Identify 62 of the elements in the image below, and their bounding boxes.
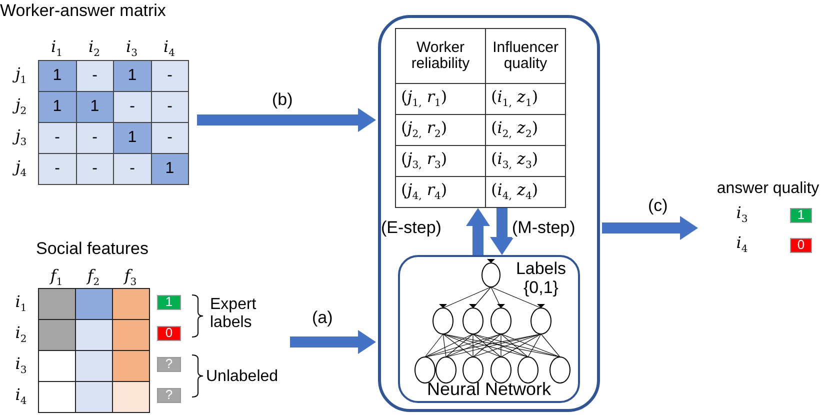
row-header: i$_{1}$ (14, 290, 28, 316)
title: Social features (36, 238, 150, 260)
output-label: Labels {0,1} (514, 259, 568, 299)
column-header: f$_{2}$ (86, 268, 101, 288)
block-arrow (602, 216, 698, 240)
row-header: i$_{4}$ (14, 384, 28, 410)
label-badge: 0 (790, 238, 812, 253)
row-header: j$_{3}$ (6, 122, 36, 153)
row-header: i$_{3}$ (14, 352, 28, 378)
column-header: f$_{1}$ (48, 268, 64, 288)
matrix-cell: 1 (38, 60, 76, 92)
neural-network-panel (398, 255, 580, 403)
block-arrow (490, 208, 514, 255)
matrix-cell: - (150, 60, 189, 92)
edge-label: (b) (272, 90, 293, 110)
row-header: j$_{1}$ (6, 60, 36, 91)
title: Worker-answer matrix (0, 0, 167, 22)
matrix-cell: - (150, 122, 189, 154)
panel-title: Neural Network (426, 379, 552, 401)
table-cell: (j$_{4,}$ r$_{4}$) (395, 176, 486, 208)
label-badge: 0 (157, 326, 181, 341)
matrix-cell: - (76, 153, 114, 185)
matrix-cell: 1 (150, 153, 189, 185)
bracket-label: Unlabeled (206, 367, 280, 388)
column-header: i$_{1}$ (50, 38, 64, 60)
block-arrow (290, 330, 376, 354)
block-arrow (466, 208, 490, 255)
table-cell: (i$_{4,}$ z$_{4}$) (485, 176, 566, 208)
column-header: i$_{3}$ (125, 38, 138, 60)
column-header: i$_{2}$ (88, 38, 101, 60)
matrix-cell: - (38, 122, 76, 154)
title: answer quality (716, 179, 820, 200)
edge-label: (M-step) (512, 218, 576, 238)
matrix-cell: - (150, 91, 189, 123)
bracket-label: Expert labels (210, 295, 258, 333)
row-header: i$_{3}$ (735, 202, 749, 228)
row-header: j$_{2}$ (6, 91, 36, 122)
matrix-cell: 1 (113, 122, 152, 154)
matrix-cell: - (38, 153, 76, 185)
row-header: j$_{4}$ (6, 153, 36, 184)
label-badge: 1 (790, 208, 812, 223)
row-header: i$_{4}$ (735, 232, 749, 258)
column-header: f$_{3}$ (122, 268, 138, 288)
block-arrow (197, 108, 376, 132)
edge-label: (E-step) (381, 218, 442, 238)
edge-label: (c) (648, 196, 668, 216)
matrix-cell: 1 (76, 91, 114, 123)
edge-label: (a) (312, 308, 333, 328)
matrix-cell: - (113, 91, 152, 123)
label-badge: ? (157, 357, 181, 372)
model-panel (378, 15, 600, 412)
matrix-cell: - (76, 60, 114, 92)
label-badge: 1 (157, 295, 181, 310)
table-header: Influencer quality (485, 28, 566, 84)
matrix-cell: - (76, 122, 114, 154)
column-header: i$_{4}$ (162, 38, 176, 60)
row-header: i$_{2}$ (14, 322, 28, 348)
matrix-cell: 1 (113, 60, 152, 92)
table-header: Worker reliability (395, 28, 486, 84)
matrix-cell: 1 (38, 91, 76, 123)
matrix-cell: - (113, 153, 152, 185)
label-badge: ? (157, 388, 181, 403)
